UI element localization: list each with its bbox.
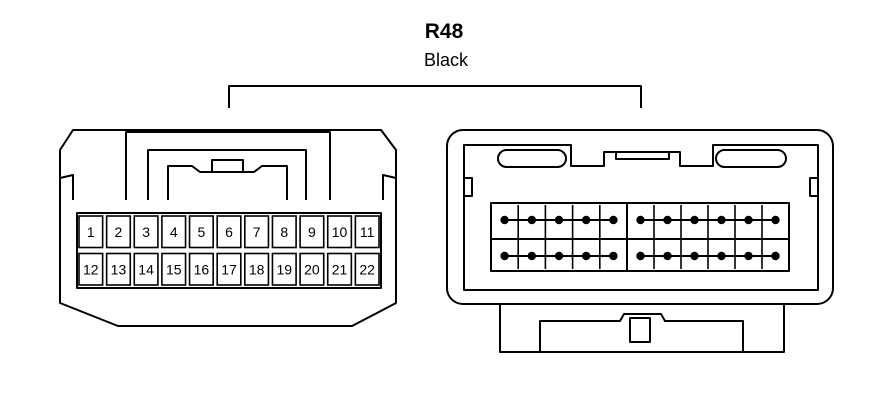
pin-number: 3 <box>142 224 150 240</box>
pin-cell <box>133 215 159 249</box>
terminal-dot <box>582 215 591 225</box>
terminal-dot <box>636 251 645 261</box>
pin-cell <box>105 252 132 286</box>
pin-number: 19 <box>276 261 292 277</box>
pin-cell <box>78 215 104 249</box>
pin-number: 20 <box>304 261 320 277</box>
terminal-dot <box>717 251 726 261</box>
terminal-dot <box>744 251 753 261</box>
left-slot <box>497 149 567 168</box>
pin-cell <box>244 215 270 249</box>
terminal-block <box>490 202 790 272</box>
terminal-dot <box>771 251 780 261</box>
pin-number: 22 <box>359 261 375 277</box>
terminal-dot <box>636 215 645 225</box>
pin-cell <box>188 215 214 249</box>
pin-number: 9 <box>308 224 316 240</box>
terminal-dot <box>582 251 591 261</box>
pin-cell <box>354 215 380 249</box>
pin-number: 10 <box>332 224 348 240</box>
bottom-housing <box>499 304 785 353</box>
connector-code: R48 <box>425 20 464 43</box>
pin-cell <box>326 252 353 286</box>
pin-number: 8 <box>280 224 288 240</box>
male-connector-body <box>59 129 397 327</box>
pin-block <box>76 212 382 289</box>
terminal-dot <box>771 215 780 225</box>
pin-cell <box>244 252 270 286</box>
pin-number: 13 <box>111 261 127 277</box>
pin-number: 2 <box>115 224 123 240</box>
pin-number: 12 <box>83 261 99 277</box>
female-connector <box>446 129 834 353</box>
terminal-dot <box>609 251 618 261</box>
terminal-grid <box>500 203 780 271</box>
pin-cell <box>271 252 297 286</box>
pin-number: 15 <box>166 261 182 277</box>
pin-cell <box>271 215 297 249</box>
terminal-dot <box>663 215 672 225</box>
pin-cell <box>161 252 187 286</box>
right-slot <box>715 149 787 168</box>
pin-number: 16 <box>194 261 210 277</box>
connector-color: Black <box>424 50 469 70</box>
pin-cell <box>78 252 104 286</box>
terminal-dot <box>663 251 672 261</box>
pin-number: 11 <box>360 224 375 240</box>
terminal-dot <box>690 251 699 261</box>
pin-cell <box>216 215 242 249</box>
pin-number: 6 <box>225 224 233 240</box>
terminal-dot <box>527 215 536 225</box>
pin-cell <box>133 252 159 286</box>
terminal-dot <box>690 215 699 225</box>
terminal-dot <box>500 215 509 225</box>
pin-cell <box>326 215 353 249</box>
pin-cell <box>105 215 132 249</box>
terminal-dot <box>717 215 726 225</box>
terminal-dot <box>609 215 618 225</box>
terminal-dot <box>554 215 564 225</box>
pin-number: 5 <box>197 224 205 240</box>
pin-number: 1 <box>87 224 95 240</box>
pin-number: 18 <box>249 261 265 277</box>
female-connector-body <box>446 129 834 305</box>
pin-number: 17 <box>221 261 237 277</box>
pin-cell <box>161 215 187 249</box>
terminal-dot <box>554 251 564 261</box>
pin-cell <box>299 215 325 249</box>
terminal-dot <box>744 215 753 225</box>
terminal-dot <box>527 251 536 261</box>
pin-number: 14 <box>138 261 154 277</box>
pin-cell <box>299 252 325 286</box>
bracket <box>228 85 642 108</box>
pin-cell <box>354 252 380 286</box>
pin-number: 4 <box>170 224 178 240</box>
terminal-dot <box>500 251 509 261</box>
pin-number: 7 <box>253 224 261 240</box>
pin-number: 21 <box>332 261 348 277</box>
pin-cell <box>188 252 214 286</box>
pin-cell <box>216 252 242 286</box>
latch-housing <box>125 131 331 200</box>
